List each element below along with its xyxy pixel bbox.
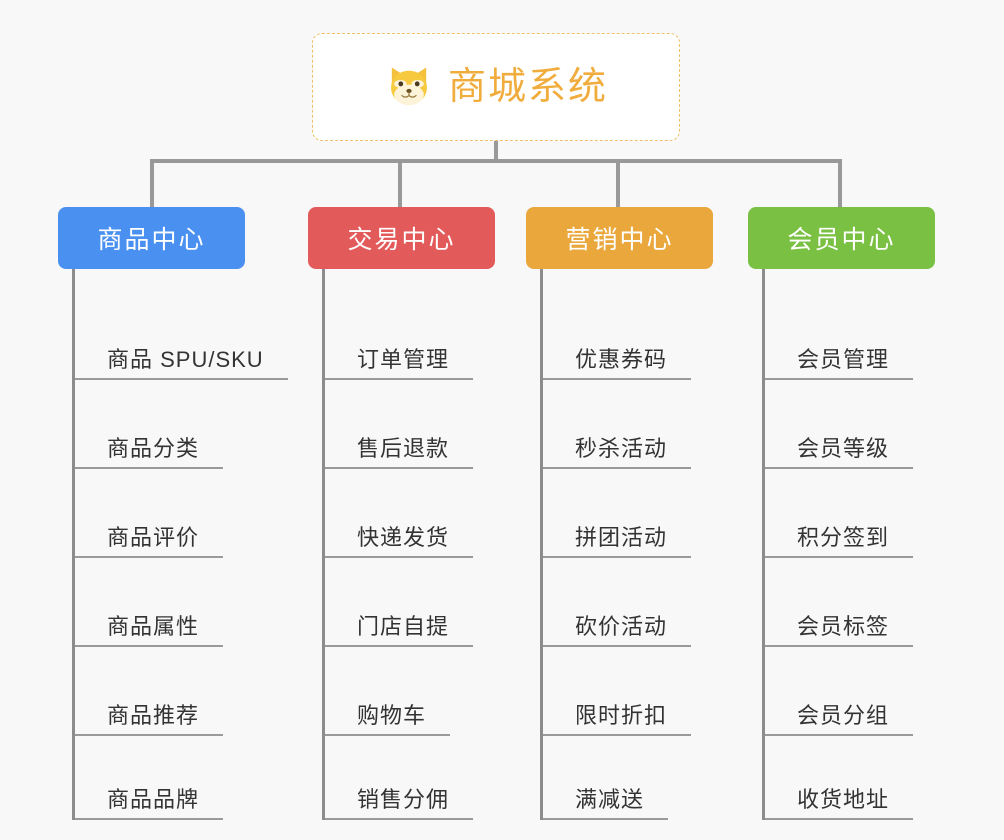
leaf-label: 会员等级 (764, 435, 914, 470)
branch-column-trade-center: 交易中心 订单管理 售后退款 快递发货 门店自提 购物车 销售分佣 (308, 207, 528, 820)
leaf-label: 订单管理 (324, 346, 474, 381)
leaf-label: 秒杀活动 (542, 435, 692, 470)
shiba-dog-face-icon (384, 62, 434, 112)
list-item[interactable]: 订单管理 (324, 291, 528, 381)
leaf-list-marketing-center: 优惠券码 秒杀活动 拼团活动 砍价活动 限时折扣 满减送 (540, 269, 746, 820)
leaf-label: 会员标签 (764, 613, 914, 648)
branch-title: 营销中心 (565, 226, 674, 254)
list-item[interactable]: 收货地址 (764, 736, 978, 821)
list-item[interactable]: 商品评价 (74, 469, 308, 559)
branch-title: 交易中心 (347, 226, 456, 254)
leaf-label: 快递发货 (324, 524, 474, 559)
connector-drop-branch-2 (398, 159, 402, 207)
connector-drop-branch-4 (838, 159, 842, 207)
leaf-label: 限时折扣 (542, 702, 692, 737)
leaf-label: 会员管理 (764, 346, 914, 381)
leaf-label: 商品推荐 (74, 702, 224, 737)
leaf-label: 商品品牌 (74, 786, 224, 821)
leaf-list-trade-center: 订单管理 售后退款 快递发货 门店自提 购物车 销售分佣 (322, 269, 528, 820)
leaf-label: 商品评价 (74, 524, 224, 559)
root-title: 商城系统 (447, 66, 608, 108)
list-item[interactable]: 满减送 (542, 736, 746, 821)
leaf-label: 销售分佣 (324, 786, 474, 821)
branch-column-marketing-center: 营销中心 优惠券码 秒杀活动 拼团活动 砍价活动 限时折扣 满减送 (526, 207, 746, 820)
list-item[interactable]: 会员分组 (764, 647, 978, 737)
branch-column-product-center: 商品中心 商品 SPU/SKU 商品分类 商品评价 商品属性 商品推荐 商品品牌 (58, 207, 308, 820)
connector-root-stem (494, 141, 498, 163)
connector-drop-branch-3 (616, 159, 620, 207)
list-item[interactable]: 会员标签 (764, 558, 978, 648)
list-item[interactable]: 砍价活动 (542, 558, 746, 648)
branch-header-trade-center[interactable]: 交易中心 (308, 207, 495, 269)
connector-horizontal-bus (150, 159, 842, 163)
list-item[interactable]: 商品推荐 (74, 647, 308, 737)
list-item[interactable]: 秒杀活动 (542, 380, 746, 470)
branch-header-product-center[interactable]: 商品中心 (58, 207, 245, 269)
branch-header-marketing-center[interactable]: 营销中心 (526, 207, 713, 269)
branch-title: 会员中心 (787, 226, 896, 254)
leaf-label: 砍价活动 (542, 613, 692, 648)
list-item[interactable]: 快递发货 (324, 469, 528, 559)
leaf-label: 积分签到 (764, 524, 914, 559)
list-item[interactable]: 商品品牌 (74, 736, 308, 821)
list-item[interactable]: 会员等级 (764, 380, 978, 470)
list-item[interactable]: 门店自提 (324, 558, 528, 648)
leaf-label: 会员分组 (764, 702, 914, 737)
leaf-label: 商品属性 (74, 613, 224, 648)
leaf-label: 优惠券码 (542, 346, 692, 381)
root-node[interactable]: 商城系统 (312, 33, 680, 141)
leaf-label: 商品 SPU/SKU (75, 346, 288, 381)
leaf-label: 收货地址 (764, 786, 914, 821)
connector-drop-branch-1 (150, 159, 154, 207)
leaf-list-product-center: 商品 SPU/SKU 商品分类 商品评价 商品属性 商品推荐 商品品牌 (72, 269, 308, 820)
list-item[interactable]: 优惠券码 (542, 291, 746, 381)
leaf-list-member-center: 会员管理 会员等级 积分签到 会员标签 会员分组 收货地址 (762, 269, 978, 820)
leaf-label: 售后退款 (324, 435, 474, 470)
list-item[interactable]: 商品 SPU/SKU (75, 291, 308, 380)
leaf-label: 满减送 (542, 786, 669, 821)
list-item[interactable]: 积分签到 (764, 469, 978, 559)
leaf-label: 购物车 (324, 702, 451, 737)
list-item[interactable]: 商品属性 (74, 558, 308, 648)
list-item[interactable]: 销售分佣 (324, 736, 528, 821)
list-item[interactable]: 限时折扣 (542, 647, 746, 737)
list-item[interactable]: 购物车 (324, 647, 528, 737)
list-item[interactable]: 售后退款 (324, 380, 528, 470)
branch-column-member-center: 会员中心 会员管理 会员等级 积分签到 会员标签 会员分组 收货地址 (748, 207, 978, 820)
leaf-label: 门店自提 (324, 613, 474, 648)
branch-title: 商品中心 (97, 226, 206, 254)
list-item[interactable]: 商品分类 (74, 380, 308, 470)
list-item[interactable]: 会员管理 (764, 291, 978, 381)
branch-header-member-center[interactable]: 会员中心 (748, 207, 935, 269)
leaf-label: 拼团活动 (542, 524, 692, 559)
list-item[interactable]: 拼团活动 (542, 469, 746, 559)
leaf-label: 商品分类 (74, 435, 224, 470)
